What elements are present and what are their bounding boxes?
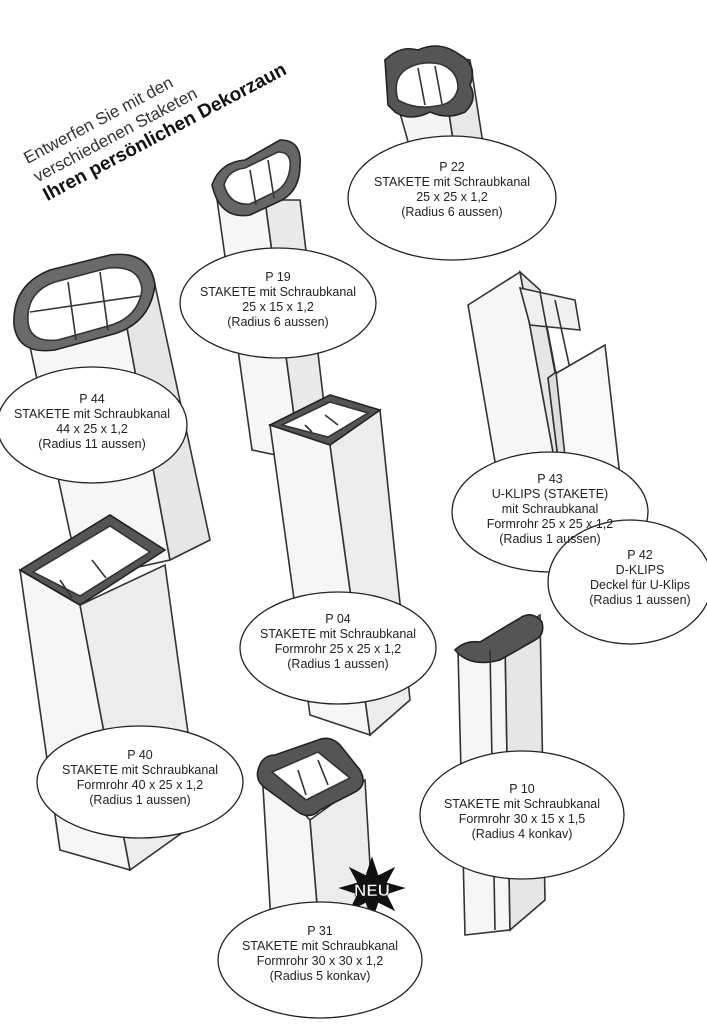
label-p43: P 43 U-KLIPS (STAKETE) mit Schraubkanal … [487, 472, 613, 547]
label-p31-line-2: STAKETE mit Schraubkanal [241, 939, 399, 953]
label-p42: P 42 D-KLIPS Deckel für U-Klips (Radius … [589, 548, 690, 608]
label-p44-line-4: (Radius 11 aussen) [38, 437, 146, 451]
label-p10: P 10 STAKETE mit Schraubkanal Formrohr 3… [444, 782, 600, 842]
label-p43-line-4: Formrohr 25 x 25 x 1,2 [486, 517, 614, 531]
label-p31-line-4: (Radius 5 konkav) [269, 969, 371, 983]
label-p19-line-3: 25 x 15 x 1,2 [242, 300, 314, 314]
label-p04-code: P 04 [325, 612, 351, 626]
label-bubble-p10 [419, 750, 625, 880]
label-p31: P 31 STAKETE mit Schraubkanal Formrohr 3… [242, 924, 398, 984]
label-p19: P 19 STAKETE mit Schraubkanal 25 x 15 x … [200, 270, 356, 330]
label-bubble-p40 [36, 725, 244, 839]
label-p10-line-2: STAKETE mit Schraubkanal [443, 797, 601, 811]
label-p22: P 22 STAKETE mit Schraubkanal 25 x 25 x … [374, 160, 530, 220]
label-p10-line-4: (Radius 4 konkav) [471, 827, 573, 841]
label-p40-line-2: STAKETE mit Schraubkanal [61, 763, 219, 777]
label-p22-line-4: (Radius 6 aussen) [401, 205, 503, 219]
label-bubble-p22 [347, 135, 557, 261]
label-p10-line-3: Formrohr 30 x 15 x 1,5 [458, 812, 586, 826]
label-p04-line-4: (Radius 1 aussen) [287, 657, 389, 671]
label-p04-line-3: Formrohr 25 x 25 x 1,2 [274, 642, 402, 656]
new-badge-text: NEU [354, 881, 390, 900]
label-p40-line-4: (Radius 1 aussen) [89, 793, 191, 807]
label-p42-line-4: (Radius 1 aussen) [589, 593, 691, 607]
label-p43-line-3: mit Schraubkanal [501, 502, 599, 516]
label-p19-line-4: (Radius 6 aussen) [227, 315, 329, 329]
label-p40-line-3: Formrohr 40 x 25 x 1,2 [76, 778, 204, 792]
label-p31-line-3: Formrohr 30 x 30 x 1,2 [256, 954, 384, 968]
label-p04-line-2: STAKETE mit Schraubkanal [259, 627, 417, 641]
label-p40: P 40 STAKETE mit Schraubkanal Formrohr 4… [62, 748, 218, 808]
label-p31-code: P 31 [307, 924, 333, 938]
label-bubble-p31 [217, 901, 423, 1019]
label-p19-code: P 19 [265, 270, 291, 284]
label-p42-line-3: Deckel für U-Klips [589, 578, 691, 592]
label-bubble-p04 [239, 591, 437, 705]
label-bubble-p44 [0, 366, 188, 484]
label-p19-line-2: STAKETE mit Schraubkanal [199, 285, 357, 299]
label-p22-code: P 22 [439, 160, 465, 174]
label-p22-line-3: 25 x 25 x 1,2 [416, 190, 488, 204]
label-p44-line-3: 44 x 25 x 1,2 [56, 422, 128, 436]
label-p44-code: P 44 [79, 392, 105, 406]
label-p43-code: P 43 [537, 472, 563, 486]
label-p40-code: P 40 [127, 748, 153, 762]
label-p43-line-5: (Radius 1 aussen) [499, 532, 601, 546]
label-p42-code: P 42 [627, 548, 653, 562]
label-bubble-p19 [179, 247, 377, 359]
label-bubble-p42 [547, 519, 707, 645]
label-p42-line-2: D-KLIPS [615, 563, 665, 577]
label-p22-line-2: STAKETE mit Schraubkanal [373, 175, 531, 189]
label-p44: P 44 STAKETE mit Schraubkanal 44 x 25 x … [14, 392, 170, 452]
label-p44-line-2: STAKETE mit Schraubkanal [13, 407, 171, 421]
label-p04: P 04 STAKETE mit Schraubkanal Formrohr 2… [260, 612, 416, 672]
label-p10-code: P 10 [509, 782, 535, 796]
label-p43-line-2: U-KLIPS (STAKETE) [491, 487, 609, 501]
